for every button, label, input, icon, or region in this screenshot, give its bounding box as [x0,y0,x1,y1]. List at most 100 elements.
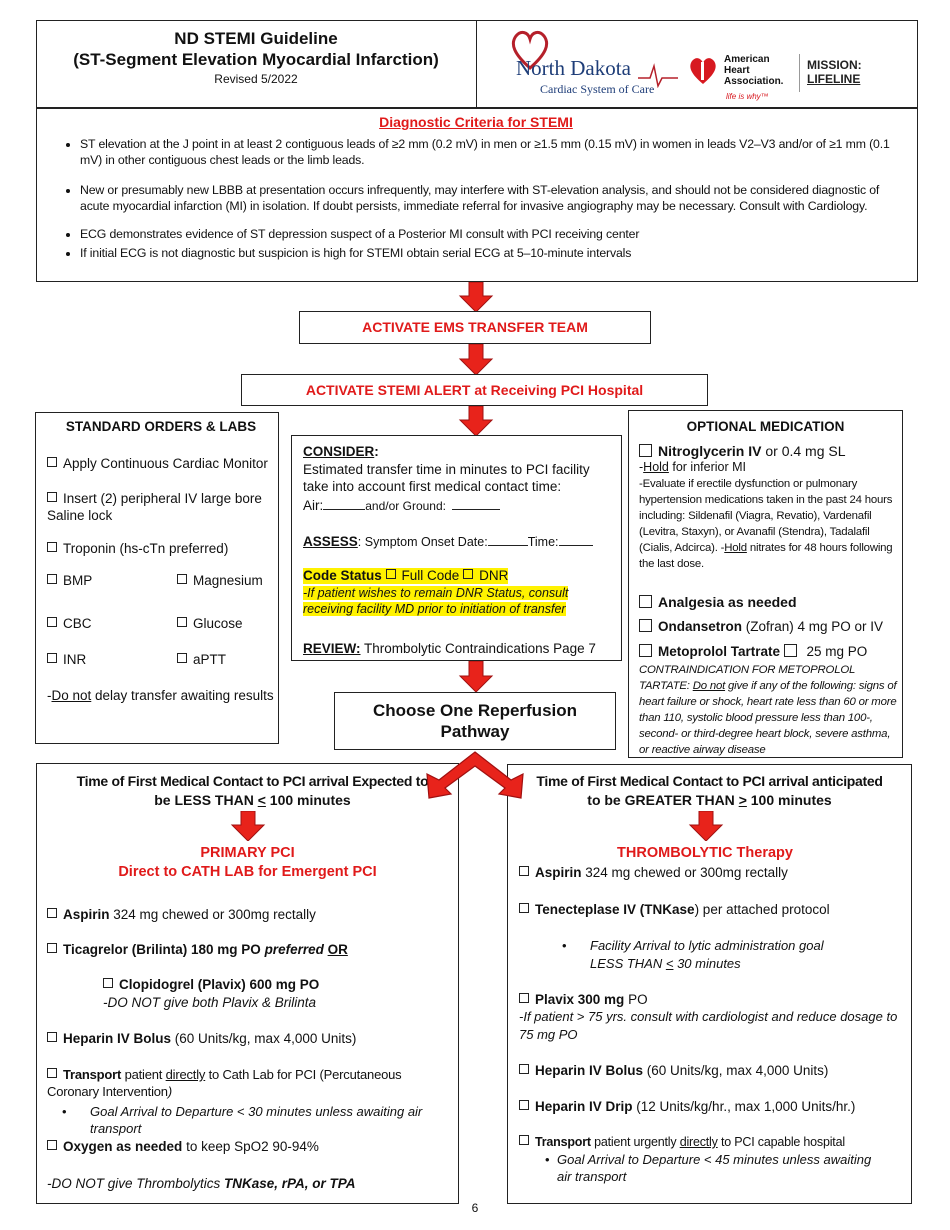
med-name: Heparin IV Drip [535,1099,633,1114]
lab-glucose: Glucose [177,615,243,632]
right-heading-1: Time of First Medical Contact to PCI arr… [536,773,883,789]
aha-heart-icon [690,58,716,84]
left-goal: • Goal Arrival to Departure < 30 minutes… [62,1103,457,1137]
metoprolol-line: Metoprolol Tartrate 25 mg PO [639,644,867,659]
heading-text: be LESS THAN [154,792,258,808]
choose-pathway-text: Choose One Reperfusion Pathway [372,701,578,741]
checkbox-icon[interactable] [47,617,57,627]
checkbox-icon[interactable] [47,908,57,918]
checkbox-icon[interactable] [639,444,652,457]
checkbox-icon[interactable] [519,1135,529,1145]
air-label: Air: [303,498,324,513]
checkbox-icon[interactable] [783,644,797,657]
north-dakota-logo: North Dakota Cardiac System of Care [510,28,678,100]
review-label: REVIEW: [303,641,361,656]
checkbox-icon[interactable] [47,653,57,663]
activate-ems-box: ACTIVATE EMS TRANSFER TEAM [299,311,651,344]
transport-text: to PCI capable hospital [717,1135,845,1149]
checkbox-icon[interactable] [385,569,396,579]
diagnostic-title: Diagnostic Criteria for STEMI [379,114,573,130]
order-iv: Insert (2) peripheral IV large bore Sali… [47,490,275,524]
checkbox-icon[interactable] [47,492,57,502]
checkbox-icon[interactable] [177,653,187,663]
lab-cbc: CBC [47,615,92,632]
order-cardiac-monitor: Apply Continuous Cardiac Monitor [47,455,279,472]
review-text: Thrombolytic Contraindications Page 7 [360,641,596,656]
heading-text: 100 minutes [265,792,351,808]
optional-medication-box [628,410,903,758]
med-dose: (60 Units/kg, max 4,000 Units) [171,1031,357,1046]
mission-lifeline-logo: MISSION: LIFELINE [807,58,887,86]
ground-label: and/or Ground: [365,499,446,513]
aha-line2: Heart [724,65,750,76]
split-arrow-icon [426,751,524,799]
left-heading-2: be LESS THAN < 100 minutes [36,792,469,808]
onset-time-input[interactable] [558,545,593,546]
checkbox-icon[interactable] [519,866,529,876]
checkbox-icon[interactable] [47,542,57,552]
order-label: aPTT [193,652,227,667]
checkbox-icon[interactable] [519,1100,529,1110]
right-heparin-drip: Heparin IV Drip (12 Units/kg/hr., max 1,… [519,1098,855,1115]
transport-label: Transport [535,1135,591,1149]
onset-date-input[interactable] [487,545,528,546]
nitroglycerin-line: Nitroglycerin IV or 0.4 mg SL [639,443,901,459]
checkbox-icon[interactable] [639,595,652,608]
goal-text: Goal Arrival to Departure < 45 minutes u… [557,1152,872,1184]
lifeline-text: LIFELINE [807,72,861,86]
checkbox-icon[interactable] [47,943,57,953]
mission-text: MISSION: [807,58,862,72]
air-input[interactable] [323,509,366,510]
med-name: Ticagrelor (Brilinta) 180 mg PO [63,942,261,957]
consider-text: Estimated transfer time in minutes to PC… [303,462,590,494]
criteria-item: ECG demonstrates evidence of ST depressi… [80,226,906,242]
checkbox-icon[interactable] [47,1068,57,1078]
primary-pci-title: PRIMARY PCI [200,845,295,861]
aha-line1: American [724,54,770,65]
down-arrow-icon [458,344,494,375]
checkbox-icon[interactable] [519,993,529,1003]
facility-goal-line2: LESS THAN < 30 minutes [562,955,862,973]
checkbox-icon[interactable] [47,1140,57,1150]
transport-text: ) [167,1084,172,1099]
checkbox-icon[interactable] [47,1032,57,1042]
full-code-label: Full Code [401,568,460,583]
checkbox-icon[interactable] [639,644,652,657]
delay-text: delay transfer awaiting results [91,688,274,703]
assess-line: ASSESS: Symptom Onset Date:Time: [303,533,618,551]
left-ticagrelor: Ticagrelor (Brilinta) 180 mg PO preferre… [47,941,348,958]
left-donot-thrombolytics: -DO NOT give Thrombolytics TNKase, rPA, … [47,1175,356,1192]
checkbox-icon[interactable] [639,619,652,632]
time-label: Time: [527,535,559,549]
transport-text: to Cath Lab for PCI (Percutaneous Corona… [47,1067,402,1099]
right-facility-goal: • Facility Arrival to lytic administrati… [562,937,862,973]
aha-line3: Association. [724,76,784,87]
ground-input[interactable] [451,509,500,510]
preferred-text: preferred [260,942,324,957]
right-plavix: Plavix 300 mg PO [519,991,648,1008]
facility-symbol: < [665,956,674,971]
down-arrow-icon [230,811,266,841]
checkbox-icon[interactable] [463,569,474,579]
checkbox-icon[interactable] [47,574,57,584]
standard-orders-title: STANDARD ORDERS & LABS [65,419,257,434]
checkbox-icon[interactable] [519,903,529,913]
checkbox-icon[interactable] [177,617,187,627]
checkbox-icon[interactable] [103,978,113,988]
med-name: Aspirin [63,907,110,922]
bullet-icon: • [62,1104,67,1119]
checkbox-icon[interactable] [519,1064,529,1074]
lab-inr: INR [47,651,86,668]
metoprolol-dose: 25 mg PO [802,644,868,659]
right-tnkase: Tenecteplase IV (TNKase) per attached pr… [519,901,830,918]
facility-text: LESS THAN [590,956,666,971]
nd-logo-name: North Dakota [516,56,631,80]
header-divider [476,20,477,108]
code-status-line: Code Status Full Code DNR [303,568,509,584]
contra-text: CONTRAINDICATION FOR METOPROLOL TARTATE: [639,664,855,692]
lab-magnesium: Magnesium [177,572,263,589]
metoprolol-name: Metoprolol Tartrate [658,644,781,659]
hold-text: Hold [724,542,747,554]
checkbox-icon[interactable] [47,457,57,467]
checkbox-icon[interactable] [177,574,187,584]
